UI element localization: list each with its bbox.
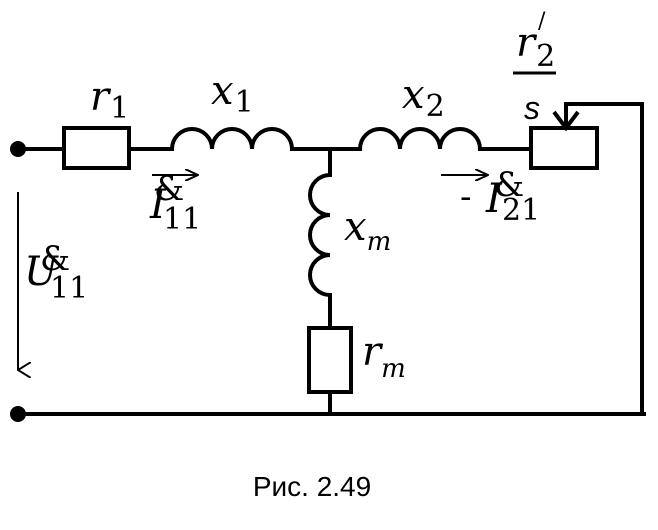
label-r1: r1 bbox=[90, 74, 129, 126]
resistor-rm bbox=[307, 326, 353, 394]
resistor-r2-over-s bbox=[529, 126, 599, 170]
wiper-arrowhead bbox=[552, 110, 580, 132]
label-x1: x1 bbox=[211, 68, 254, 120]
label-i21-sub: 21 bbox=[502, 193, 540, 228]
label-r2-prime: r2 bbox=[516, 20, 555, 74]
figure-caption: Рис. 2.49 bbox=[253, 471, 371, 502]
label-s: s bbox=[524, 90, 540, 126]
resistor-r1 bbox=[62, 126, 131, 170]
label-i11-dot: & bbox=[154, 169, 184, 209]
label-i21-dot: & bbox=[494, 165, 524, 205]
label-u11-sub: 11 bbox=[50, 271, 88, 306]
inductor-x2 bbox=[358, 127, 482, 150]
label-u11: U bbox=[24, 249, 59, 295]
label-i21-sign: - bbox=[460, 177, 472, 217]
label-i21: I bbox=[485, 176, 503, 222]
label-r2-prime-mark: / bbox=[538, 9, 546, 34]
label-xm: xm bbox=[344, 204, 391, 257]
label-i11: I bbox=[149, 182, 167, 228]
inductor-x1 bbox=[170, 127, 294, 150]
variable-wiper bbox=[564, 102, 644, 414]
label-u11-dot: & bbox=[40, 239, 70, 279]
inductor-xm bbox=[308, 173, 331, 297]
label-x2: x2 bbox=[402, 72, 445, 124]
label-i11-sub: 11 bbox=[163, 202, 201, 237]
label-rm: rm bbox=[362, 329, 406, 384]
